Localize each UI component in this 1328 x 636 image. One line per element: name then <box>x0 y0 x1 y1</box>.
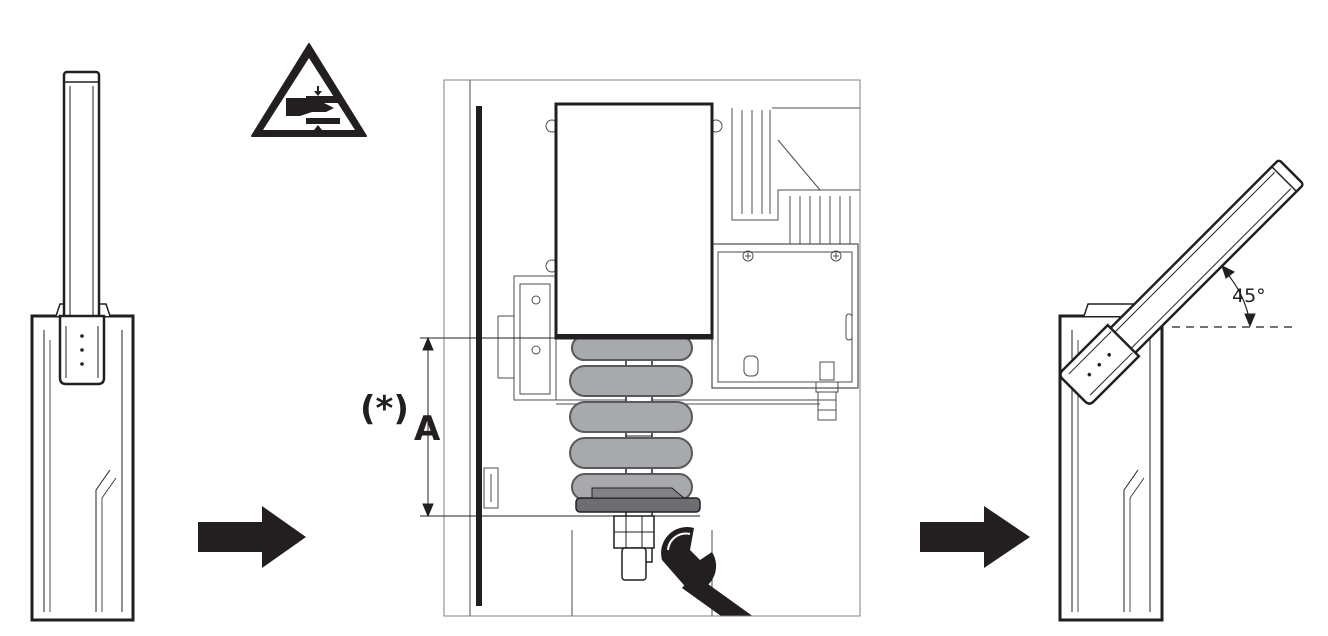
angle-indicator <box>1172 265 1292 328</box>
wrench-icon <box>661 527 753 616</box>
barrier-vertical-boom <box>30 70 135 622</box>
spring-detail-view <box>444 80 860 616</box>
right-arrow-icon <box>920 506 1030 568</box>
spring-washer <box>575 497 701 513</box>
boom-vertical <box>62 70 101 326</box>
compression-spring <box>569 335 693 501</box>
dimension-label: A <box>414 409 441 449</box>
barrier-angled-boom <box>1058 159 1304 622</box>
boom-angled <box>1059 159 1304 405</box>
dimension-a <box>420 336 700 518</box>
angle-label: 45° <box>1232 285 1266 307</box>
crush-hazard-warning-icon <box>251 43 367 137</box>
right-arrow-icon <box>198 506 306 568</box>
boom-column <box>554 102 714 340</box>
note-marker: (*) <box>360 389 409 429</box>
